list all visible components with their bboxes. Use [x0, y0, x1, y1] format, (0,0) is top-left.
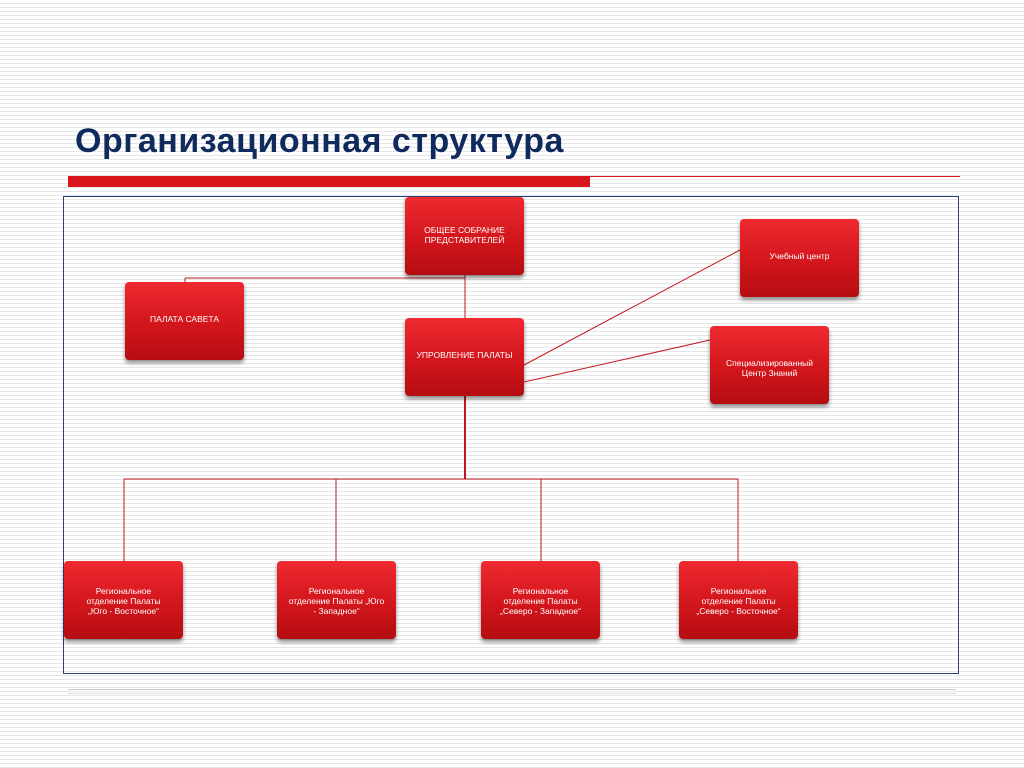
title-accent-rule: [590, 176, 960, 177]
node-general-assembly-label: ОБЩЕЕ СОБРАНИЕ ПРЕДСТАВИТЕЛЕЙ: [424, 225, 505, 246]
title-accent-bar: [68, 176, 590, 187]
node-regional-north-west-label: Региональное отделение Палаты „Северо - …: [500, 586, 581, 617]
node-regional-south-west-label: Региональное отделение Палаты „Юго - Зап…: [288, 586, 385, 617]
connector-management-to-training: [523, 249, 741, 366]
node-council-chamber-label: ПАЛАТА САВЕТА: [149, 314, 220, 324]
node-regional-north-east: Региональное отделение Палаты „Северо - …: [679, 561, 798, 639]
node-regional-north-east-label: Региональное отделение Палаты „Северо - …: [696, 586, 781, 617]
node-training-center-label: Учебный центр: [769, 251, 830, 261]
footer-rule-upper: [68, 689, 956, 690]
node-regional-south-east-label: Региональное отделение Палаты „Юго - Вос…: [86, 586, 161, 617]
node-regional-north-west: Региональное отделение Палаты „Северо - …: [481, 561, 600, 639]
node-council-chamber: ПАЛАТА САВЕТА: [125, 282, 244, 360]
node-chamber-management-label: УПРОВЛЕНИЕ ПАЛАТЫ: [416, 350, 513, 360]
node-training-center: Учебный центр: [740, 219, 859, 297]
connector-management-to-knowledge: [523, 339, 711, 383]
footer-rule-lower: [68, 693, 956, 694]
slide-title: Организационная структура: [75, 122, 564, 160]
node-regional-south-west: Региональное отделение Палаты „Юго - Зап…: [277, 561, 396, 639]
node-knowledge-center: Специализированный Центр Знаний: [710, 326, 829, 404]
node-chamber-management: УПРОВЛЕНИЕ ПАЛАТЫ: [405, 318, 524, 396]
node-regional-south-east: Региональное отделение Палаты „Юго - Вос…: [64, 561, 183, 639]
node-general-assembly: ОБЩЕЕ СОБРАНИЕ ПРЕДСТАВИТЕЛЕЙ: [405, 197, 524, 275]
node-knowledge-center-label: Специализированный Центр Знаний: [725, 358, 813, 379]
diagram-frame: [63, 196, 959, 674]
